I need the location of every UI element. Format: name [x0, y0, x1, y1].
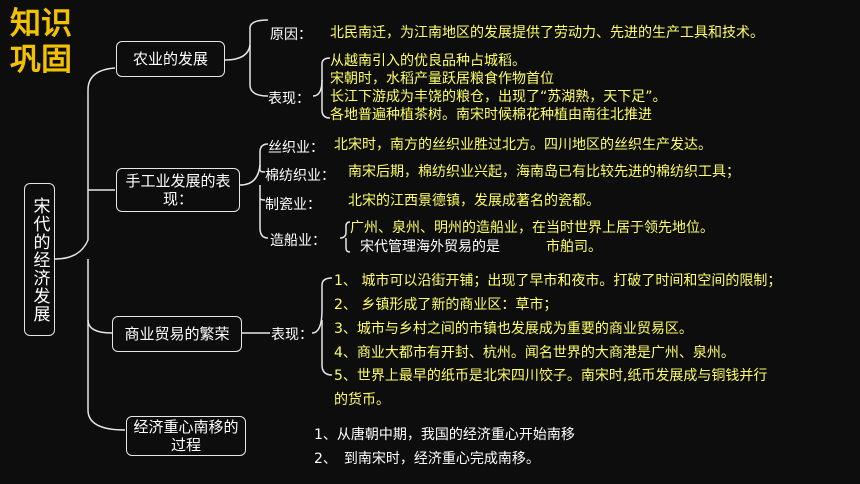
commerce-box: 商业贸易的繁荣: [112, 316, 242, 352]
commerce-item-4: 4、商业大都市有开封、杭州。闻名世界的大商港是广州、泉州。: [334, 345, 735, 361]
connector-agriculture: [54, 67, 116, 260]
commerce-item-3: 3、城市与乡村之间的市镇也发展成为重要的商业贸易区。: [334, 321, 693, 337]
shift-box: 经济重心南移的过程: [126, 416, 246, 456]
agriculture-reason-text: 北民南迁，为江南地区的发展提供了劳动力、先进的生产工具和技术。: [330, 25, 764, 41]
commerce-item-5: 5、世界上最早的纸币是北宋四川饺子。南宋时,纸币发展成与铜钱并行: [334, 368, 768, 384]
silk-label: 丝织业：: [268, 140, 324, 156]
commerce-item-6: 的货币。: [334, 392, 390, 408]
agriculture-item-1: 从越南引入的优良品种占城稻。: [330, 53, 526, 69]
trade-office-prefix: 宋代管理海外贸易的是: [360, 239, 500, 255]
agriculture-item-4: 各地普遍种植茶树。南宋时候棉花种植由南往北推进: [330, 107, 652, 123]
shipbuilding-text: 广州、泉州、明州的造船业，在当时世界上居于领先地位。: [350, 220, 714, 236]
page-title: 知识巩固: [10, 6, 72, 78]
commerce-manifest-label: 表现：: [271, 327, 313, 343]
connector-manifest: [249, 45, 269, 97]
connector-commerce: [87, 259, 113, 334]
trade-office-answer: 市舶司。: [546, 239, 602, 255]
connector-shift: [87, 320, 126, 431]
connector-reason: [224, 19, 269, 61]
agriculture-box: 农业的发展: [116, 41, 225, 77]
handicraft-box: 手工业发展的表现：: [116, 168, 240, 212]
commerce-item-1: 1、 城市可以沿街开铺；出现了早市和夜市。打破了时间和空间的限制；: [334, 273, 782, 289]
root-node-box: 宋代的经济发展: [24, 183, 55, 336]
cotton-label: 棉纺织业：: [265, 168, 335, 184]
agriculture-manifest-label: 表现：: [268, 91, 310, 107]
commerce-item-2: 2、 乡镇形成了新的商业区：草市；: [334, 297, 558, 313]
shipbuilding-label: 造船业：: [270, 233, 326, 249]
porcelain-text: 北宋的江西景德镇，发展成著名的瓷都。: [348, 193, 600, 209]
agriculture-item-2: 宋朝时，水稻产量跃居粮食作物首位: [330, 71, 554, 87]
cotton-text: 南宋后期，棉纺织业兴起，海南岛已有比较先进的棉纺织工具；: [348, 164, 740, 180]
agriculture-reason-label: 原因：: [270, 27, 312, 43]
shift-item-1: 1、从唐朝中期，我国的经济重心开始南移: [314, 427, 575, 443]
shift-item-2: 2、 到南宋时，经济重心完成南移。: [314, 451, 540, 467]
porcelain-label: 制瓷业：: [265, 197, 321, 213]
agriculture-item-3: 长江下游成为丰饶的粮仓，出现了“苏湖熟，天下足”。: [330, 89, 667, 105]
silk-text: 北宋时，南方的丝织业胜过北方。四川地区的丝织生产发达。: [334, 137, 712, 153]
